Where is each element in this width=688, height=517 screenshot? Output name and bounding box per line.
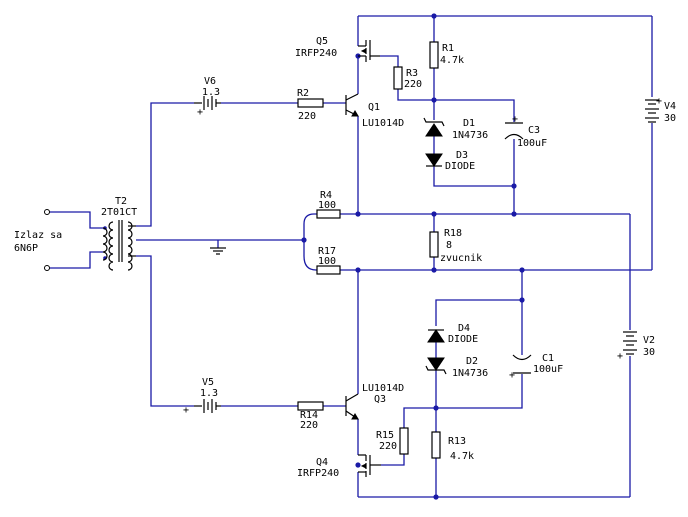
resistor-r15: R15 220 [376, 427, 409, 455]
battery-v4: + V4 30 [645, 96, 676, 124]
d4-name: D4 [458, 323, 470, 334]
r3-value: 220 [404, 79, 422, 90]
transistor-q1: Q1 LU1014D [345, 93, 404, 129]
resistor-r3: R3 220 [393, 66, 422, 90]
r15-value: 220 [379, 441, 397, 452]
q3-part: LU1014D [362, 383, 404, 394]
t2-name: T2 [115, 196, 127, 207]
d1-part: 1N4736 [452, 130, 488, 141]
v2-plus: + [617, 351, 623, 362]
transistor-q5: Q5 IRFP240 [295, 36, 380, 62]
r2-name: R2 [297, 88, 309, 99]
battery-v5: + V5 1.3 [183, 377, 221, 416]
r2-value: 220 [298, 111, 316, 122]
q1-name: Q1 [368, 102, 380, 113]
v6-plus: + [197, 107, 203, 118]
q5-part: IRFP240 [295, 48, 337, 59]
ground-icon [210, 247, 226, 255]
v5-name: V5 [202, 377, 214, 388]
r4-value: 100 [318, 200, 336, 211]
c3-plus: + [512, 114, 518, 125]
resistor-r4: R4 100 [316, 190, 341, 219]
r13-value: 4.7k [450, 451, 474, 462]
r17-name: R17 [318, 246, 336, 257]
v6-value: 1.3 [202, 87, 220, 98]
r14-name: R14 [300, 410, 318, 421]
v2-value: 30 [643, 347, 655, 358]
c3-name: C3 [528, 125, 540, 136]
c1-name: C1 [542, 353, 554, 364]
r18-note: zvucnik [440, 253, 482, 264]
r4-name: R4 [320, 190, 332, 201]
r3-name: R3 [406, 68, 418, 79]
c1-value: 100uF [533, 364, 563, 375]
input-label-line2: 6N6P [14, 243, 38, 254]
d2-name: D2 [466, 356, 478, 367]
diode-d1: D1 1N4736 [423, 117, 488, 141]
r1-value: 4.7k [440, 55, 464, 66]
resistor-r14: R14 220 [297, 401, 324, 431]
d1-name: D1 [463, 118, 475, 129]
r1-name: R1 [442, 43, 454, 54]
input-label-line1: Izlaz sa [14, 230, 62, 241]
d3-name: D3 [456, 150, 468, 161]
diode-d4: D4 DIODE [427, 323, 478, 345]
r14-value: 220 [300, 420, 318, 431]
resistor-r17: R17 100 [316, 246, 341, 275]
battery-v2: + V2 30 [617, 331, 655, 362]
v4-name: V4 [664, 101, 676, 112]
q4-part: IRFP240 [297, 468, 339, 479]
t2-part: 2T01CT [101, 207, 137, 218]
resistor-r1: R1 4.7k [429, 41, 464, 69]
diode-d3: D3 DIODE [425, 150, 475, 172]
junction-dots [103, 13, 525, 500]
q4-name: Q4 [316, 457, 328, 468]
r13-name: R13 [448, 436, 466, 447]
transistor-q3: LU1014D Q3 [345, 383, 404, 420]
v6-name: V6 [204, 76, 216, 87]
resistor-r2: R2 220 [297, 88, 324, 122]
v5-value: 1.3 [200, 388, 218, 399]
r15-name: R15 [376, 430, 394, 441]
v4-value: 30 [664, 113, 676, 124]
q1-part: LU1014D [362, 118, 404, 129]
r18-name: R18 [444, 228, 462, 239]
resistor-r18: R18 8 zvucnik [429, 228, 482, 264]
c3-value: 100uF [517, 138, 547, 149]
v5-plus: + [183, 405, 189, 416]
v4-plus: + [656, 96, 662, 107]
resistor-r13: R13 4.7k [431, 431, 474, 462]
q5-name: Q5 [316, 36, 328, 47]
v2-name: V2 [643, 335, 655, 346]
transistor-q4: Q4 IRFP240 [297, 454, 381, 479]
diode-d2: D2 1N4736 [425, 356, 488, 379]
wires [47, 15, 653, 498]
d2-part: 1N4736 [452, 368, 488, 379]
transformer-t2: T2 2T01CT [101, 196, 137, 271]
d3-part: DIODE [445, 161, 475, 172]
input-terminals: Izlaz sa 6N6P [14, 209, 62, 271]
battery-v6: + V6 1.3 [194, 76, 221, 118]
capacitor-c1: + C1 100uF [509, 353, 563, 381]
q3-name: Q3 [374, 394, 386, 405]
r18-value: 8 [446, 240, 452, 251]
capacitor-c3: + C3 100uF [504, 114, 547, 149]
c1-plus: + [509, 370, 515, 381]
d4-part: DIODE [448, 334, 478, 345]
r17-value: 100 [318, 256, 336, 267]
